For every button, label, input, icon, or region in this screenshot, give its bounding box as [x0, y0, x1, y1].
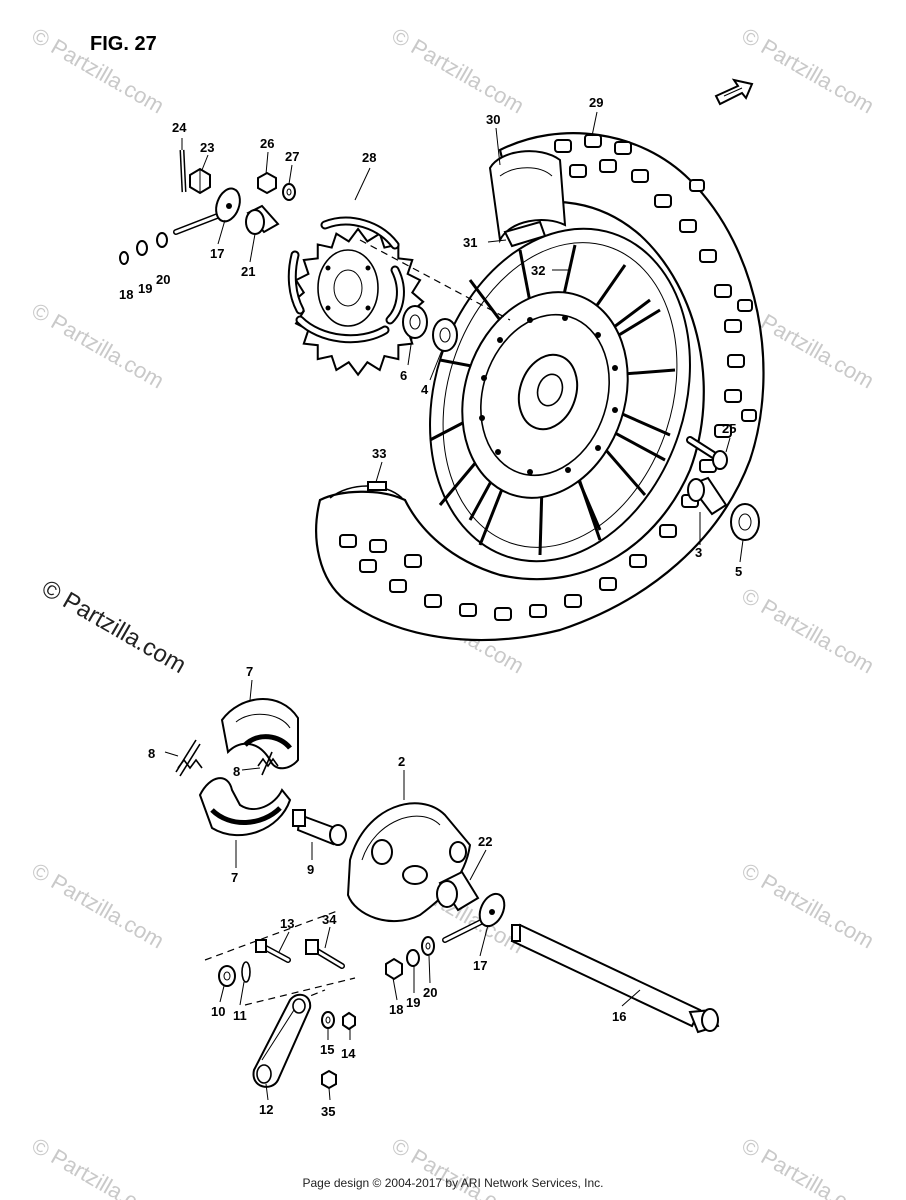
part-label: 11	[233, 1008, 247, 1023]
collar	[687, 476, 728, 516]
part-label: 9	[307, 862, 314, 877]
brake-spring	[175, 739, 203, 777]
part-label: 20	[156, 272, 170, 287]
part-label: 33	[372, 446, 386, 461]
part-label: 17	[210, 246, 224, 261]
part-label: 6	[400, 368, 407, 383]
part-label: 28	[362, 150, 376, 165]
part-label: 27	[285, 149, 299, 164]
spacer	[436, 870, 480, 912]
part-label: 4	[421, 382, 429, 397]
part-label: 18	[119, 287, 133, 302]
spacer	[245, 204, 280, 235]
castle-nut	[189, 167, 211, 195]
part-label: 22	[478, 834, 492, 849]
part-label: 7	[246, 664, 253, 679]
part-label: 17	[473, 958, 487, 973]
part-label: 14	[341, 1046, 356, 1061]
tire	[315, 132, 765, 642]
part-label: 13	[280, 916, 294, 931]
sprocket-bolt	[173, 187, 241, 235]
nut	[257, 171, 277, 195]
watermark: © Partzilla.com	[738, 858, 879, 954]
part-labels: 24 23 26 27 28 29 30 17 21 18 19 20 31 3…	[119, 95, 742, 1119]
part-label: 23	[200, 140, 214, 155]
small-washers	[119, 232, 168, 265]
part-label: 21	[241, 264, 255, 279]
watermark-dark: © Partzilla.com	[37, 575, 191, 679]
footer-copyright: Page design © 2004-2017 by ARI Network S…	[302, 1176, 604, 1190]
part-label: 10	[211, 1004, 225, 1019]
washer	[218, 961, 251, 987]
part-label: 8	[233, 764, 240, 779]
part-label: 5	[735, 564, 742, 579]
nut	[342, 1011, 356, 1031]
axle-bolt	[686, 436, 728, 470]
arm-bolt	[255, 939, 291, 963]
part-label: 26	[260, 136, 274, 151]
torque-plate	[442, 892, 506, 943]
part-label: 15	[320, 1042, 334, 1057]
washer	[282, 183, 296, 201]
watermark: © Partzilla.com	[388, 23, 529, 119]
bearing	[402, 305, 458, 352]
watermark: © Partzilla.com	[28, 858, 169, 954]
assembly-line	[359, 239, 511, 321]
brake-shoe	[198, 777, 292, 837]
part-label: 2	[398, 754, 405, 769]
brake-spring	[257, 751, 279, 776]
brake-arm	[252, 993, 312, 1088]
sprocket	[287, 216, 425, 377]
part-label: 25	[722, 421, 736, 436]
part-label: 16	[612, 1009, 626, 1024]
part-label: 24	[172, 120, 187, 135]
rim-strip	[329, 481, 403, 499]
part-label: 20	[423, 985, 437, 1000]
part-label: 8	[148, 746, 155, 761]
assembly-line	[244, 977, 356, 1006]
part-label: 34	[322, 912, 337, 927]
part-label: 35	[321, 1104, 335, 1119]
watermark: © Partzilla.com	[28, 298, 169, 394]
part-label: 19	[406, 995, 420, 1010]
rim-tape	[488, 150, 567, 244]
brake-cam	[292, 809, 347, 846]
part-label: 7	[231, 870, 238, 885]
wheel-hub	[461, 291, 629, 499]
axle-nut-washers	[385, 936, 435, 981]
part-label: 31	[463, 235, 477, 250]
brake-shoe	[220, 698, 299, 770]
front-arrow-icon	[714, 78, 754, 106]
bearing	[730, 503, 760, 541]
part-label: 29	[589, 95, 603, 110]
part-label: 3	[695, 545, 702, 560]
part-label: 12	[259, 1102, 273, 1117]
cotter-pin	[179, 149, 187, 193]
part-label: 30	[486, 112, 500, 127]
nut	[321, 1069, 337, 1090]
watermark: © Partzilla.com	[738, 23, 879, 119]
cam-bolt	[305, 939, 345, 969]
watermark: © Partzilla.com	[738, 583, 879, 679]
figure-title: FIG. 27	[90, 33, 157, 55]
part-label: 32	[531, 263, 545, 278]
axle	[510, 923, 720, 1034]
washer	[321, 1011, 335, 1029]
leader-lines	[164, 111, 744, 1101]
part-label: 18	[389, 1002, 403, 1017]
part-label: 19	[138, 281, 152, 296]
